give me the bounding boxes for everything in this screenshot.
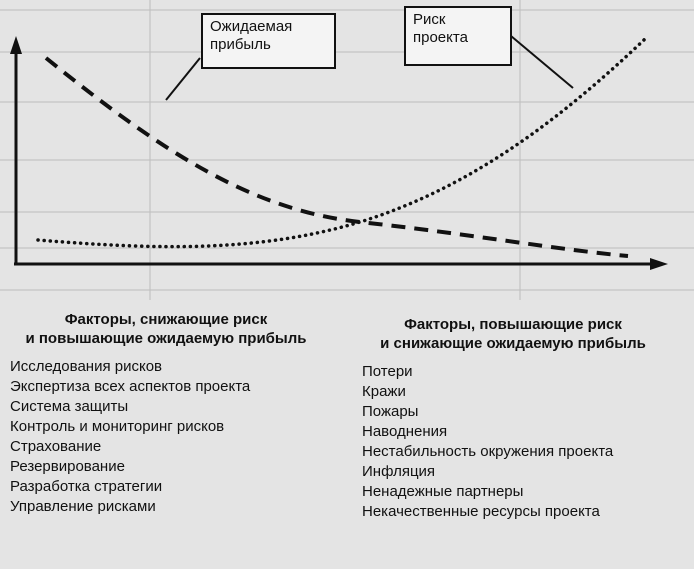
project-risk-callout: Риск проекта <box>404 6 512 66</box>
list-item: Кражи <box>362 383 406 400</box>
x-axis-arrow-icon <box>650 258 668 270</box>
y-axis-arrow-icon <box>10 36 22 54</box>
background-table-lines <box>0 0 694 300</box>
risk-reducing-factors-heading: Факторы, снижающие риск и повышающие ожи… <box>6 310 326 348</box>
list-item: Разработка стратегии <box>10 478 163 495</box>
expected-profit-callout: Ожидаемая прибыль <box>201 13 336 69</box>
risk-reducing-factors-list: Исследования рисков Экспертиза всех аспе… <box>10 357 250 517</box>
axes <box>14 50 655 266</box>
expected-profit-curve <box>44 56 629 258</box>
project-risk-curve <box>36 36 648 249</box>
heading-line: и снижающие ожидаемую прибыль <box>380 335 646 352</box>
risk-increasing-factors-heading: Факторы, повышающие риск и снижающие ожи… <box>352 315 674 353</box>
list-item: Нестабильность окружения проекта <box>362 443 614 460</box>
list-item: Экспертиза всех аспектов проекта <box>10 378 251 395</box>
list-item: Управление рисками <box>10 498 156 515</box>
heading-line: и повышающие ожидаемую прибыль <box>25 330 307 347</box>
risk-leader-line <box>510 35 574 89</box>
list-item: Страхование <box>10 438 102 455</box>
expected-profit-label: Ожидаемая прибыль <box>210 18 293 53</box>
list-item: Система защиты <box>10 398 129 415</box>
list-item: Пожары <box>362 403 419 420</box>
heading-line: Факторы, снижающие риск <box>64 311 268 328</box>
list-item: Потери <box>362 363 413 380</box>
list-item: Исследования рисков <box>10 358 162 375</box>
list-item: Ненадежные партнеры <box>362 483 524 500</box>
risk-increasing-factors-list: Потери Кражи Пожары Наводнения Нестабиль… <box>362 362 613 522</box>
list-item: Резервирование <box>10 458 125 475</box>
profit-leader-line <box>165 57 201 101</box>
list-item: Некачественные ресурсы проекта <box>362 503 600 520</box>
list-item: Контроль и мониторинг рисков <box>10 418 225 435</box>
project-risk-label: Риск проекта <box>413 11 468 46</box>
list-item: Инфляция <box>362 463 436 480</box>
callout-leaders <box>165 35 574 101</box>
list-item: Наводнения <box>362 423 448 440</box>
heading-line: Факторы, повышающие риск <box>404 316 622 333</box>
